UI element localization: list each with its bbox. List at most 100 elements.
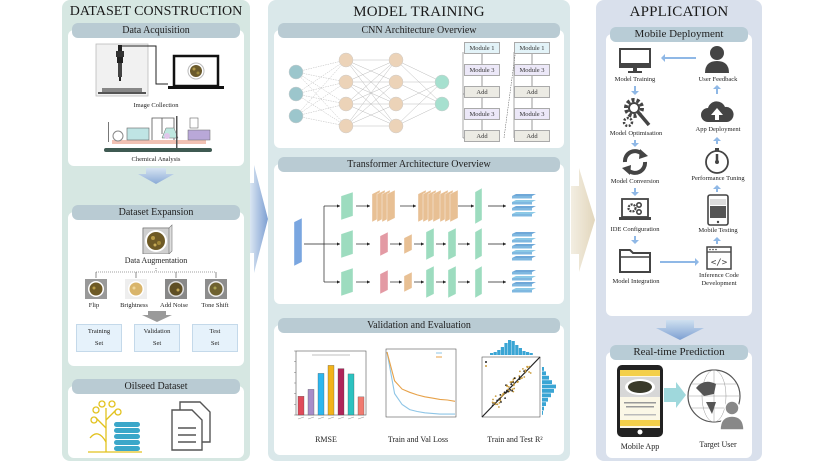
layer-block [447, 227, 457, 261]
flow-arrow-down-head [631, 192, 639, 196]
token-slab-face [512, 284, 532, 287]
loss-line-chart [385, 348, 457, 418]
oilseed-dataset-panel: Oilseed Dataset [68, 379, 244, 458]
r2-top-hist-bar [515, 345, 519, 355]
add-block: Add [464, 130, 500, 142]
nn-connection [345, 81, 397, 127]
tone-shift-label: Tone Shift [201, 302, 229, 309]
ffn-block [403, 271, 413, 293]
validation-set-suffix: Set [152, 340, 162, 347]
module-block: Module 1 [464, 42, 500, 54]
rmse-xtick-label [357, 416, 365, 420]
cnn-architecture-heading: CNN Architecture Overview [278, 23, 560, 38]
layer-block [447, 265, 457, 299]
nn-connection [395, 103, 443, 127]
data-acquisition-panel: Data Acquisition Image Collection [68, 23, 244, 166]
r2-point [507, 390, 509, 393]
test-set-box: Test Set [192, 324, 238, 352]
step-model-conversion: Model Conversion [610, 178, 660, 185]
r2-point [507, 388, 509, 391]
training-set-suffix: Set [94, 340, 104, 347]
layer-block [425, 265, 435, 299]
r2-right-hist-bar [542, 402, 546, 406]
add-block: Add [464, 86, 500, 98]
add-block: Add [514, 86, 550, 98]
r2-point [494, 395, 497, 397]
r2-top-hist-bar [504, 343, 508, 355]
arrowhead [337, 242, 340, 246]
nn-connection [295, 115, 347, 127]
mobile-device-icon [707, 194, 729, 226]
r2-point [519, 370, 521, 373]
validation-set-box: Validation Set [134, 324, 180, 352]
globe-user-icon [687, 369, 745, 431]
r2-point [518, 376, 521, 379]
nn-connection [295, 59, 347, 73]
token-slab [512, 238, 536, 240]
dataset-expansion-panel: Dataset Expansion Data Augmentation Flip [68, 205, 244, 366]
documents-icon [171, 401, 211, 451]
chemical-analysis-label: Chemical Analysis [131, 156, 181, 163]
transform-thumbnails [80, 278, 236, 300]
token-slab [512, 270, 536, 272]
r2-point [511, 389, 513, 392]
training-set-box: Training Set [76, 324, 122, 352]
arrowhead [467, 242, 470, 246]
token-slab-face [512, 246, 532, 249]
r2-top-hist-bar [526, 352, 530, 355]
rmse-bar-chart [294, 350, 367, 420]
embed-block [340, 267, 354, 297]
loss-plot-frame [385, 348, 457, 418]
mobile-deployment-panel: Mobile Deployment Model Training Model O… [606, 27, 752, 316]
r2-top-hist-bar [529, 353, 533, 355]
module-block: Module 3 [514, 108, 550, 120]
flow-arrow-right-head [695, 258, 699, 266]
norm-block [379, 231, 389, 257]
token-slab-face [512, 272, 532, 275]
cloud-upload-icon [701, 101, 734, 122]
r2-point [495, 403, 497, 406]
rmse-bar [357, 396, 365, 416]
r2-top-hist-bar [500, 347, 504, 355]
nn-node [288, 108, 304, 124]
dataset-splits: Training Set Validation Set Test Set [76, 324, 242, 354]
down-arrow-to-prediction-icon [656, 320, 704, 340]
arrowhead [337, 204, 340, 208]
nn-connection [395, 59, 443, 83]
arrowhead [367, 204, 370, 208]
rmse-xtick-label [347, 416, 355, 420]
augmentation-branches [95, 268, 217, 278]
nn-node [434, 96, 450, 112]
realtime-prediction-heading: Real-time Prediction [610, 345, 748, 360]
dataset-construction-column: DATASET CONSTRUCTION Data Acquisition Im… [62, 0, 250, 461]
r2-point [493, 402, 496, 404]
nn-connection [295, 103, 347, 117]
r2-point [523, 376, 526, 378]
nn-connection [395, 81, 443, 105]
data-augmentation-label: Data Augmentation [124, 256, 188, 265]
nn-connection [345, 59, 397, 127]
r2-point [496, 403, 499, 406]
r2-right-hist-bar [542, 375, 549, 380]
flow-arrow-up-head [713, 237, 721, 241]
input-block [293, 217, 303, 267]
r2-point [513, 383, 515, 386]
r2-top-hist-bar [511, 341, 515, 355]
arrowhead [467, 280, 470, 284]
r2-point [509, 381, 512, 384]
flow-arrow-dataset-to-model [250, 165, 268, 273]
r2-identity-line [481, 356, 541, 418]
module-block: Module 1 [514, 42, 550, 54]
arrowhead [421, 280, 424, 284]
nn-connection [295, 71, 347, 127]
nn-connection [345, 59, 397, 83]
send-arrow-icon [664, 382, 686, 408]
r2-right-hist-bar [542, 380, 552, 384]
flip-thumbnail [85, 279, 107, 299]
r2-point [508, 390, 511, 393]
token-slab [512, 244, 536, 246]
r2-point [511, 388, 514, 391]
arrowhead [367, 280, 370, 284]
nn-node [388, 74, 404, 90]
flip-label: Flip [88, 302, 100, 309]
